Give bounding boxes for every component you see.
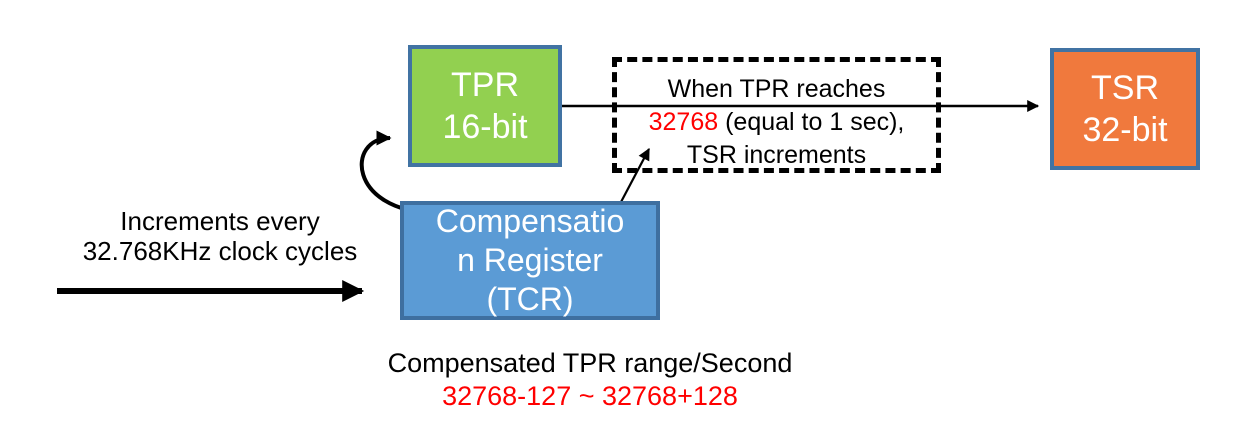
tcr-box-line3: (TCR)	[486, 281, 574, 317]
note-line1-text: When TPR reaches	[667, 75, 886, 103]
tpr-register-box: TPR 16-bit	[408, 45, 562, 167]
tcr-to-note-pointer-arrow	[620, 147, 650, 203]
clock-label-line2: 32.768KHz clock cycles	[82, 236, 358, 266]
caption-title: Compensated TPR range/Second	[387, 348, 793, 378]
tcr-box-line1: Compensatio	[435, 203, 625, 239]
tpr-box-name: TPR	[451, 66, 519, 104]
note-line2: 32768 (equal to 1 sec),	[617, 106, 936, 139]
note-line3: TSR increments	[617, 139, 936, 172]
tsr-box-width: 32-bit	[1082, 111, 1168, 149]
note-threshold-value: 32768	[648, 108, 719, 136]
compensation-register-box: Compensatio n Register (TCR)	[400, 201, 660, 320]
caption-range-value: 32768-127 ~ 32768+128	[442, 381, 738, 411]
tcr-box-line2: n Register	[457, 242, 603, 278]
tsr-box-name: TSR	[1091, 69, 1159, 107]
note-line2-rest: (equal to 1 sec),	[718, 108, 905, 136]
note-line3-text: TSR increments	[686, 141, 867, 169]
tsr-register-box: TSR 32-bit	[1050, 48, 1200, 170]
note-line1: When TPR reaches	[617, 73, 936, 106]
clock-label-line1: Increments every	[120, 206, 320, 236]
clock-increment-label: Increments every 32.768KHz clock cycles	[35, 206, 405, 266]
compensated-range-caption: Compensated TPR range/Second 32768-127 ~…	[340, 347, 840, 413]
tpr-box-width: 16-bit	[442, 108, 528, 146]
tpr-overflow-note: When TPR reaches 32768 (equal to 1 sec),…	[612, 57, 941, 173]
